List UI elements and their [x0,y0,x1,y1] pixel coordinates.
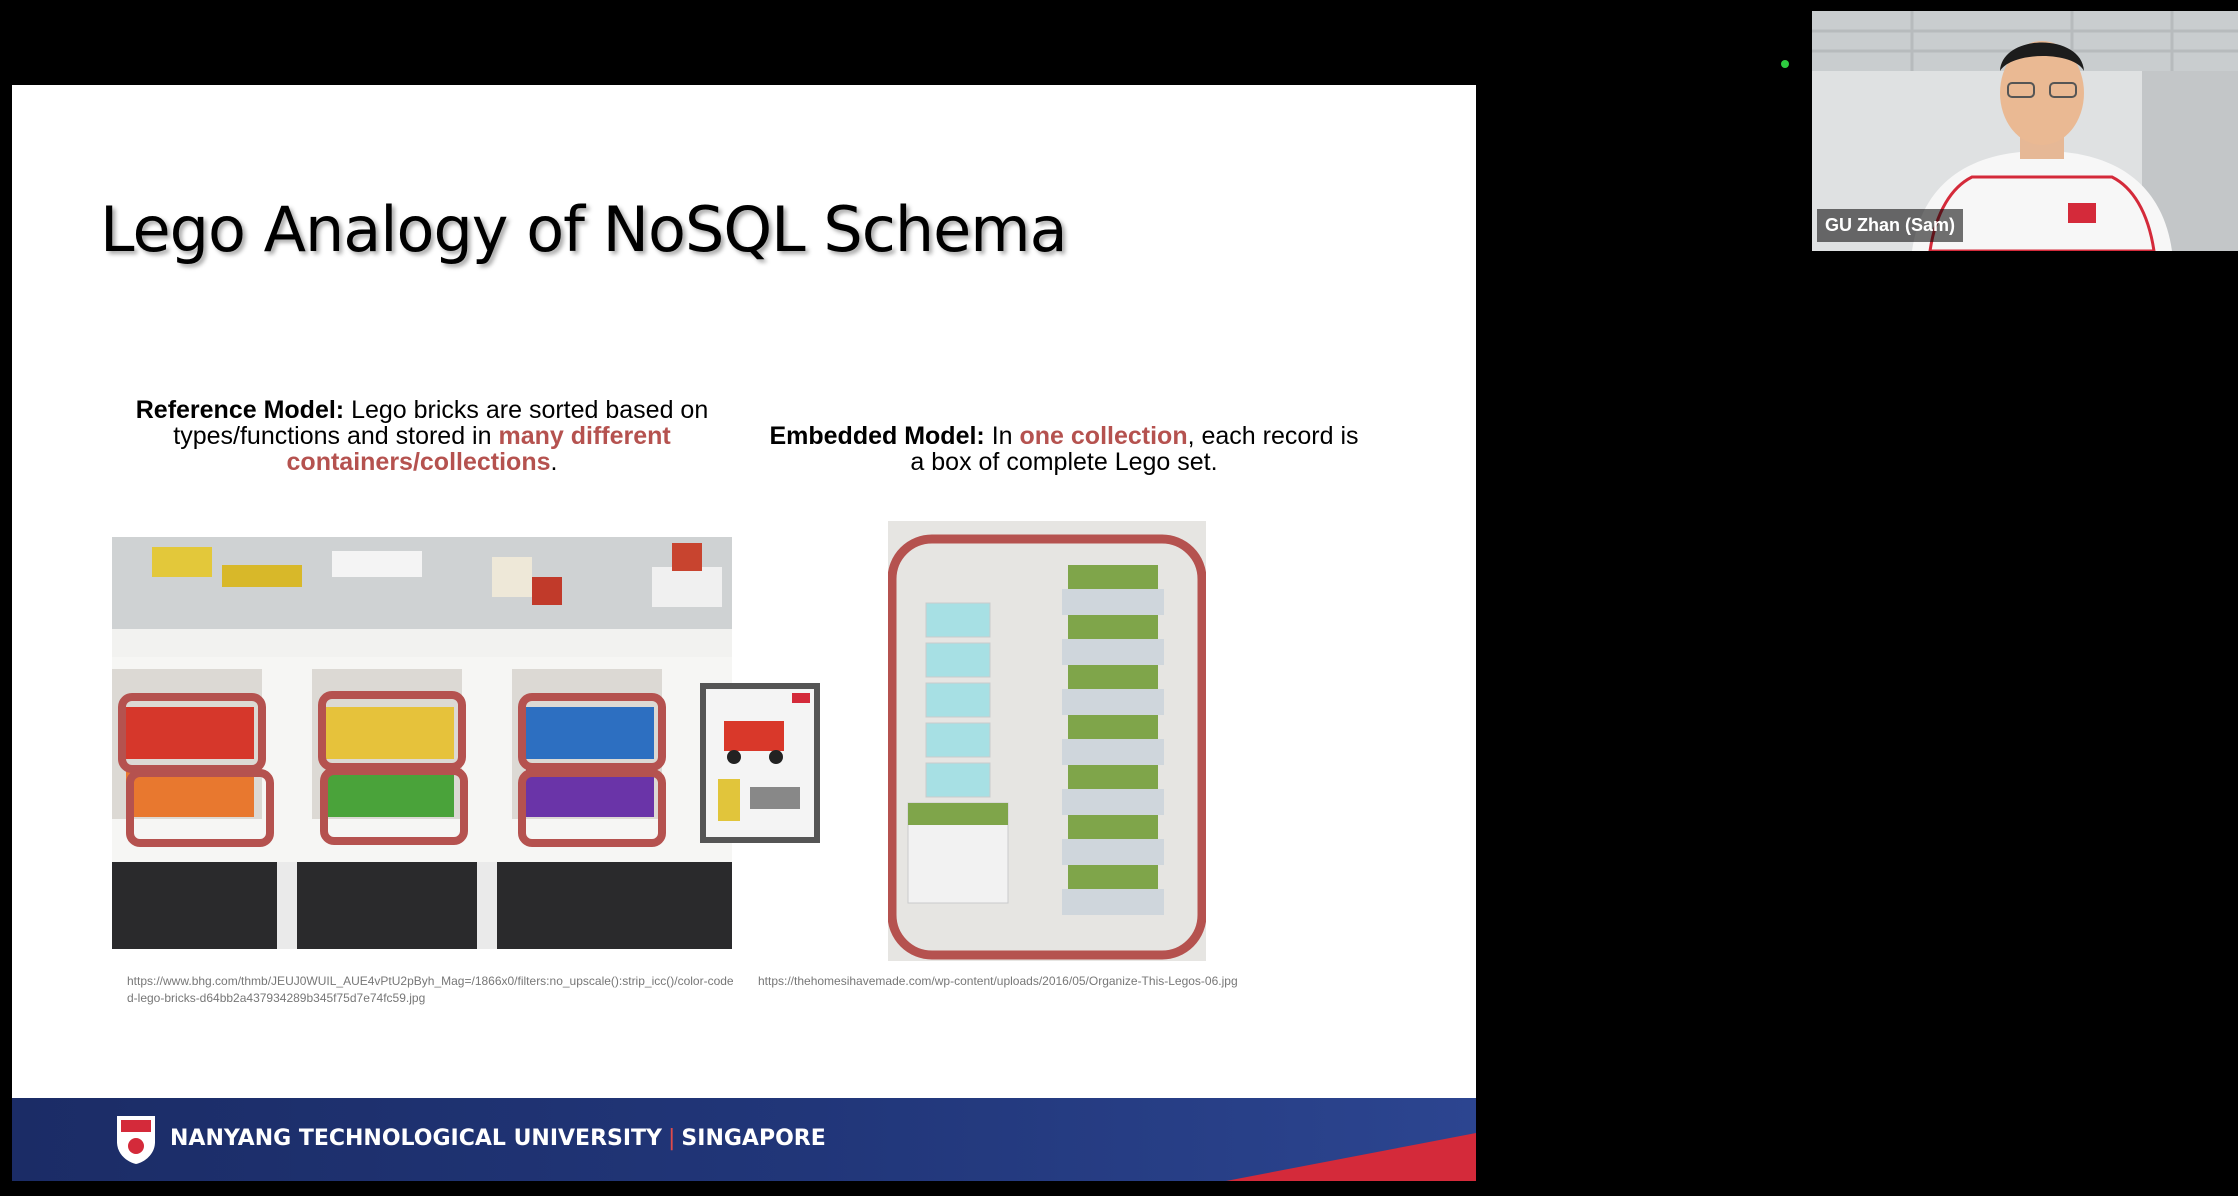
reference-model-highlight: many different containers/collections [286,422,671,476]
reference-model-description: Reference Model: Lego bricks are sorted … [135,396,709,476]
university-name: NANYANG TECHNOLOGICAL UNIVERSITY|SINGAPO… [170,1126,826,1151]
image-source-url-right: https://thehomesihavemade.com/wp-content… [758,974,1238,988]
embedded-model-label: Embedded Model: [769,422,985,450]
presentation-slide: Lego Analogy of NoSQL Schema Reference M… [12,85,1476,1181]
lego-boxes-photo [888,521,1206,961]
status-indicator-dot [1781,60,1789,68]
reference-model-text: Lego bricks are sorted based on types/fu… [173,396,709,450]
lego-instructions-photo [700,683,820,843]
reference-model-label: Reference Model: [135,396,345,424]
footer-red-accent [1226,1133,1476,1181]
lego-shelves-photo [112,537,732,949]
embedded-model-highlight: one collection [1019,422,1188,450]
embedded-model-description: Embedded Model: In one collection, each … [769,422,1359,476]
embedded-model-text: In [984,422,1020,450]
participant-video-tile[interactable]: GU Zhan (Sam) [1812,11,2238,251]
university-footer-banner: NANYANG TECHNOLOGICAL UNIVERSITY|SINGAPO… [12,1098,1476,1181]
slide-title: Lego Analogy of NoSQL Schema [100,193,1068,266]
ntu-crest-icon [117,1116,155,1164]
participant-name-label: GU Zhan (Sam) [1817,209,1964,242]
image-source-url-left: https://www.bhg.com/thmb/JEUJ0WUIL_AUE4v… [127,974,734,1005]
